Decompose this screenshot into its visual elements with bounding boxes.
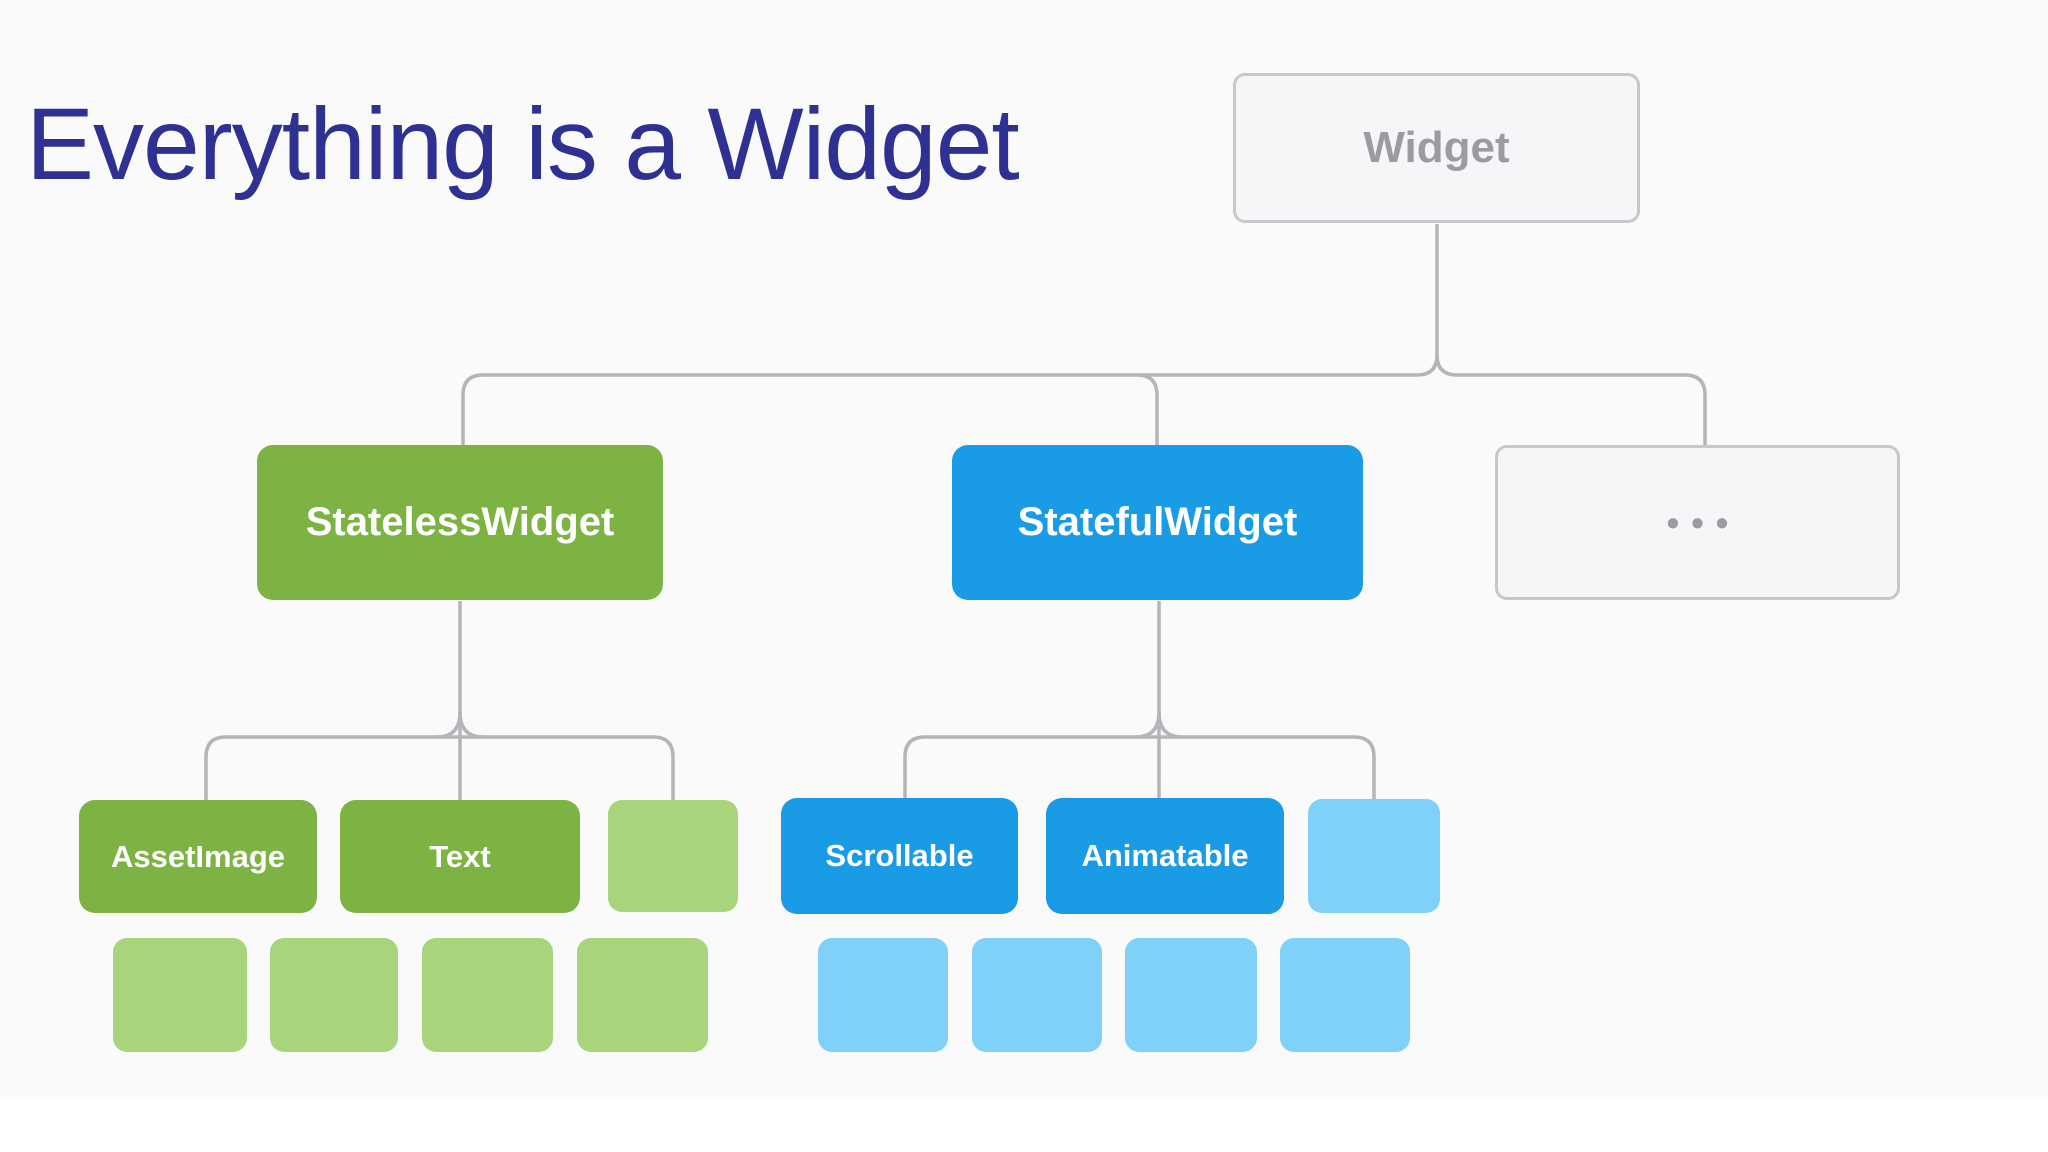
connector-stateless-fork-right — [458, 711, 484, 739]
node-more-widgets: ••• — [1495, 445, 1900, 600]
node-assetimage: AssetImage — [79, 800, 317, 913]
stateless-grandchild-square — [113, 938, 247, 1052]
stateful-grandchild-square — [1280, 938, 1410, 1052]
slide-title: Everything is a Widget — [26, 87, 1020, 202]
node-statefulwidget: StatefulWidget — [952, 445, 1363, 600]
stateless-grandchild-square — [270, 938, 398, 1052]
connector-stateless-fork-left — [436, 711, 462, 739]
node-animatable: Animatable — [1046, 798, 1284, 914]
stateful-grandchild-square — [818, 938, 948, 1052]
connector-root-to-stateless — [461, 224, 1439, 447]
node-widget: Widget — [1233, 73, 1640, 223]
stateful-grandchild-square — [1125, 938, 1257, 1052]
stateful-grandchild-square — [972, 938, 1102, 1052]
connector-stateful-horizontal — [903, 735, 1376, 800]
node-statelesswidget: StatelessWidget — [257, 445, 663, 600]
connector-stateful-fork-right — [1157, 711, 1183, 739]
stateless-grandchild-square — [422, 938, 553, 1052]
node-stateful-placeholder — [1308, 799, 1440, 913]
stateless-grandchild-square — [577, 938, 708, 1052]
node-scrollable: Scrollable — [781, 798, 1018, 914]
connector-root-to-stateful — [1136, 373, 1159, 447]
node-text: Text — [340, 800, 580, 913]
connector-stateful-fork-left — [1135, 711, 1161, 739]
connector-stateless-horizontal — [204, 735, 675, 802]
node-stateless-placeholder — [608, 800, 738, 912]
connector-root-to-more — [1435, 354, 1707, 447]
